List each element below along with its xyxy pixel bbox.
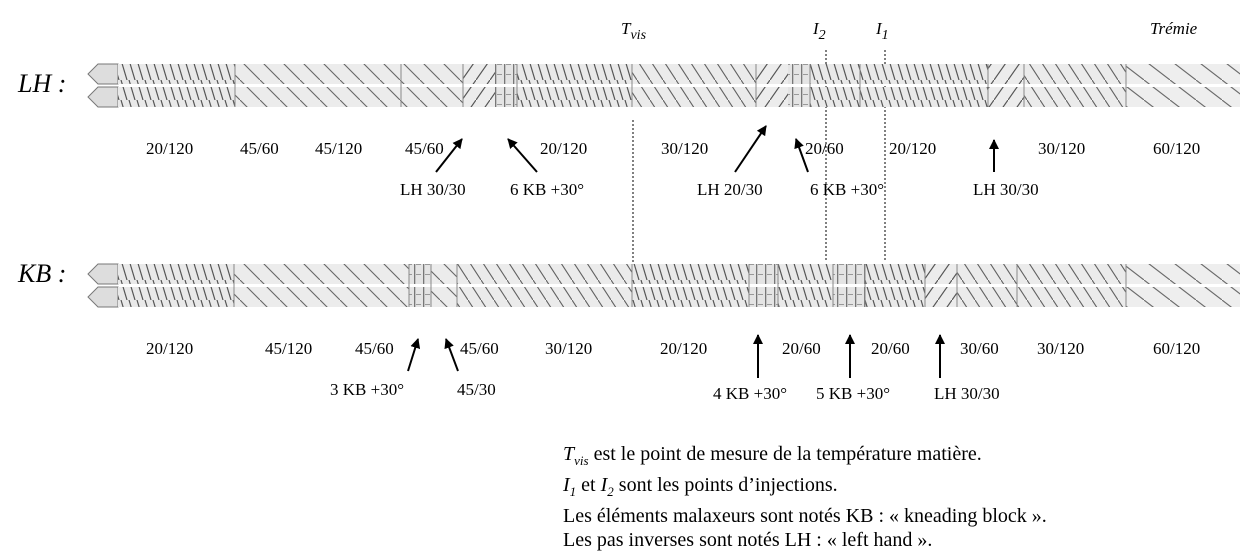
lh-pitch-labels: 20/120 45/60 45/120 45/60 20/120 30/120 … <box>146 139 1200 158</box>
kb-pitch-label: 20/60 <box>871 339 910 358</box>
lh-pitch-label: 20/120 <box>889 139 936 158</box>
kb-callout-label: LH 30/30 <box>934 384 1000 403</box>
kb-pitch-labels: 20/120 45/120 45/60 45/60 30/120 20/120 … <box>146 339 1200 358</box>
kb-pitch-label: 20/60 <box>782 339 821 358</box>
callout-arrow <box>435 138 463 173</box>
note-kneading-block: Les éléments malaxeurs sont notés KB : «… <box>563 505 1047 527</box>
kb-callout-label: 5 KB +30° <box>816 384 890 403</box>
kb-pitch-label: 45/120 <box>265 339 312 358</box>
lh-pitch-label: 60/120 <box>1153 139 1200 158</box>
kb-pitch-label: 30/120 <box>1037 339 1084 358</box>
kb-pitch-label: 30/120 <box>545 339 592 358</box>
kb-callouts: 3 KB +30° 45/30 4 KB +30° 5 KB +30° LH 3… <box>330 334 1000 403</box>
note-tvis: Tvis est le point de mesure de la tempér… <box>563 443 982 468</box>
lh-pitch-label: 30/120 <box>1038 139 1085 158</box>
lh-callout-label: 6 KB +30° <box>510 180 584 199</box>
lh-pitch-label: 20/60 <box>805 139 844 158</box>
lh-pitch-label: 45/120 <box>315 139 362 158</box>
lh-callouts: LH 30/30 6 KB +30° LH 20/30 6 KB +30° LH… <box>400 125 1039 199</box>
lh-callout-label: LH 30/30 <box>400 180 466 199</box>
callout-arrow <box>444 338 459 372</box>
kb-pitch-label: 60/120 <box>1153 339 1200 358</box>
kb-screw <box>87 263 1240 308</box>
i1-label: I1 <box>875 19 889 43</box>
tvis-label: Tvis <box>621 19 647 43</box>
lh-pitch-label: 20/120 <box>146 139 193 158</box>
lh-pitch-label: 45/60 <box>405 139 444 158</box>
kb-pitch-label: 20/120 <box>146 339 193 358</box>
lh-row-name: LH : <box>17 69 66 98</box>
kb-callout-label: 3 KB +30° <box>330 380 404 399</box>
kb-pitch-label: 30/60 <box>960 339 999 358</box>
kb-callout-label: 4 KB +30° <box>713 384 787 403</box>
kb-callout-label: 45/30 <box>457 380 496 399</box>
kb-pitch-label: 45/60 <box>460 339 499 358</box>
lh-callout-label: LH 20/30 <box>697 180 763 199</box>
callout-arrow <box>794 138 809 173</box>
note-left-hand: Les pas inverses sont notés LH : « left … <box>563 529 933 551</box>
lh-pitch-label: 45/60 <box>240 139 279 158</box>
kb-pitch-label: 20/120 <box>660 339 707 358</box>
i2-label: I2 <box>812 19 826 43</box>
note-injections: I1 et I2 sont les points d’injections. <box>563 474 838 499</box>
callout-arrow <box>407 338 421 372</box>
lh-callout-label: 6 KB +30° <box>810 180 884 199</box>
tremie-label: Trémie <box>1150 19 1198 38</box>
lh-callout-label: LH 30/30 <box>973 180 1039 199</box>
callout-arrow <box>507 138 538 173</box>
legend-notes: Tvis est le point de mesure de la tempér… <box>563 442 1233 552</box>
lh-pitch-label: 20/120 <box>540 139 587 158</box>
callout-arrow <box>734 125 767 173</box>
kb-pitch-label: 45/60 <box>355 339 394 358</box>
lh-screw <box>87 63 1240 108</box>
lh-pitch-label: 30/120 <box>661 139 708 158</box>
kb-row-name: KB : <box>17 259 66 288</box>
